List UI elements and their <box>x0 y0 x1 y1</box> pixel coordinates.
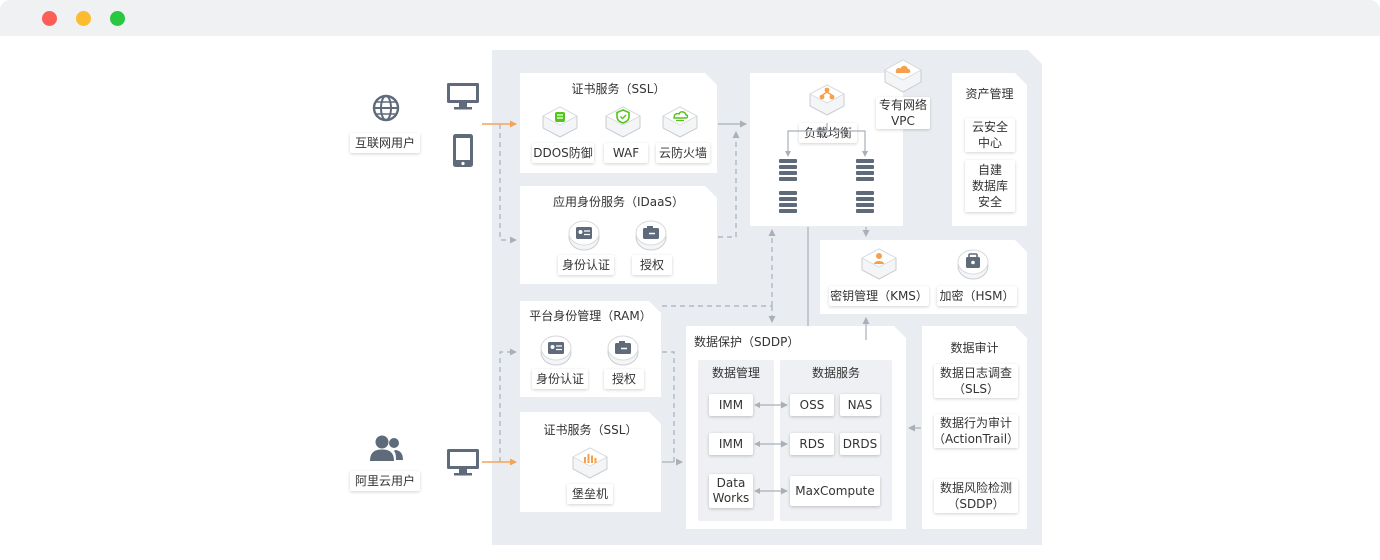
key-icon <box>634 218 668 252</box>
maxcompute-chip: MaxCompute <box>790 476 880 506</box>
audit-sls-line2: （SLS） <box>953 382 999 396</box>
imm-chip-1: IMM <box>709 394 753 416</box>
ram-auth-label: 身份认证 <box>532 369 588 389</box>
imm-chip-2: IMM <box>709 433 753 455</box>
server-icon <box>779 159 797 189</box>
asset-management-title: 资产管理 <box>965 87 1014 101</box>
audit-item-sls: 数据日志调查 （SLS） <box>934 364 1018 398</box>
dataworks-line1: Data <box>716 476 746 490</box>
ram-authorize-label: 授权 <box>604 369 644 389</box>
server-icon <box>779 191 797 221</box>
id-card-icon <box>567 218 601 252</box>
vpc-label-line1: 专有网络 <box>878 98 927 112</box>
cloud-security-center-label: 云安全 中心 <box>965 118 1015 152</box>
dataworks-chip: Data Works <box>709 474 753 508</box>
key-management-card: 密钥管理（KMS） 加密（HSM） <box>820 240 1027 314</box>
kms-key-icon <box>860 247 898 281</box>
cloud-security-center-line1: 云安全 <box>971 120 1008 134</box>
lock-icon <box>956 247 990 281</box>
load-balancer-icon <box>808 83 846 117</box>
dataworks-line2: Works <box>712 491 750 505</box>
monitor-icon <box>447 449 479 476</box>
idaas-authorize-label: 授权 <box>632 255 672 275</box>
data-management-title: 数据管理 <box>711 366 760 380</box>
audit-actiontrail-line1: 数据行为审计 <box>939 416 1012 430</box>
load-balancer-card: 负载均衡 <box>750 73 903 226</box>
vpc-label: 专有网络 VPC <box>876 97 930 129</box>
self-built-db-line2: 数据库 <box>971 179 1008 193</box>
drds-chip: DRDS <box>840 433 880 455</box>
title-bar <box>0 0 1380 36</box>
ddos-defense-label: DDOS防御 <box>532 143 594 163</box>
cloud-firewall-label: 云防火墙 <box>656 143 710 163</box>
id-card-icon <box>539 333 573 367</box>
hsm-label: 加密（HSM） <box>937 286 1017 306</box>
server-icon <box>856 191 874 221</box>
data-service-title: 数据服务 <box>811 366 860 380</box>
internet-user-label: 互联网用户 <box>350 133 420 153</box>
server-icon <box>856 159 874 189</box>
vpc-label-line2: VPC <box>891 114 915 128</box>
bastion-host-label: 堡垒机 <box>567 484 613 504</box>
bastion-host-icon <box>571 446 609 480</box>
nas-chip: NAS <box>840 394 880 416</box>
audit-item-sddp: 数据风险检测 （SDDP） <box>934 479 1018 513</box>
waf-label: WAF <box>604 143 648 163</box>
key-icon <box>606 333 640 367</box>
ssl-bottom-title: 证书服务（SSL） <box>543 423 638 437</box>
cloud-security-center-line2: 中心 <box>977 136 1002 150</box>
audit-item-actiontrail: 数据行为审计 （ActionTrail） <box>934 414 1018 448</box>
data-protection-title: 数据保护（SDDP） <box>694 335 800 349</box>
waf-shield-icon <box>604 105 642 139</box>
ssl-service-title: 证书服务（SSL） <box>571 82 666 96</box>
data-audit-title: 数据审计 <box>950 341 999 355</box>
aliyun-user-card: 阿里云用户 <box>338 422 433 500</box>
internet-user-card: 互联网用户 <box>338 84 433 162</box>
minimize-window-button[interactable] <box>76 11 91 26</box>
audit-sls-line1: 数据日志调查 <box>939 366 1012 380</box>
close-window-button[interactable] <box>42 11 57 26</box>
ssl-service-card-bottom: 证书服务（SSL） 堡垒机 <box>520 412 661 512</box>
idaas-title: 应用身份服务（IDaaS） <box>552 195 685 209</box>
ram-card: 平台身份管理（RAM） 身份认证 授权 <box>520 301 661 397</box>
audit-sddp-line2: （SDDP） <box>947 497 1005 511</box>
monitor-icon <box>447 83 479 110</box>
self-built-db-line3: 安全 <box>977 195 1002 209</box>
maximize-window-button[interactable] <box>110 11 125 26</box>
ram-title: 平台身份管理（RAM） <box>529 309 652 323</box>
self-built-db-security-label: 自建 数据库 安全 <box>965 160 1015 212</box>
load-balancer-label: 负载均衡 <box>799 123 857 143</box>
idaas-card: 应用身份服务（IDaaS） 身份认证 授权 <box>520 186 717 284</box>
idaas-auth-label: 身份认证 <box>558 255 614 275</box>
kms-label: 密钥管理（KMS） <box>829 286 929 306</box>
audit-sddp-line1: 数据风险检测 <box>939 481 1012 495</box>
users-icon <box>368 434 404 462</box>
asset-management-card: 资产管理 云安全 中心 自建 数据库 安全 <box>952 73 1027 226</box>
aliyun-user-label: 阿里云用户 <box>350 471 420 491</box>
vpc-cloud-icon <box>884 59 922 93</box>
audit-actiontrail-line2: （ActionTrail） <box>932 432 1020 446</box>
ssl-service-card-top: 证书服务（SSL） DDOS防御 WAF 云防 <box>520 73 717 173</box>
rds-chip: RDS <box>790 433 834 455</box>
data-audit-card: 数据审计 数据日志调查 （SLS） 数据行为审计 （ActionTrail） 数… <box>922 326 1027 529</box>
self-built-db-line1: 自建 <box>977 163 1002 177</box>
data-protection-card: 数据保护（SDDP） 数据管理 数据服务 IMM IMM Data Works … <box>686 326 906 529</box>
oss-chip: OSS <box>790 394 834 416</box>
ddos-shield-icon <box>541 105 579 139</box>
phone-icon <box>453 134 473 167</box>
globe-icon <box>372 94 400 122</box>
firewall-icon <box>661 105 699 139</box>
